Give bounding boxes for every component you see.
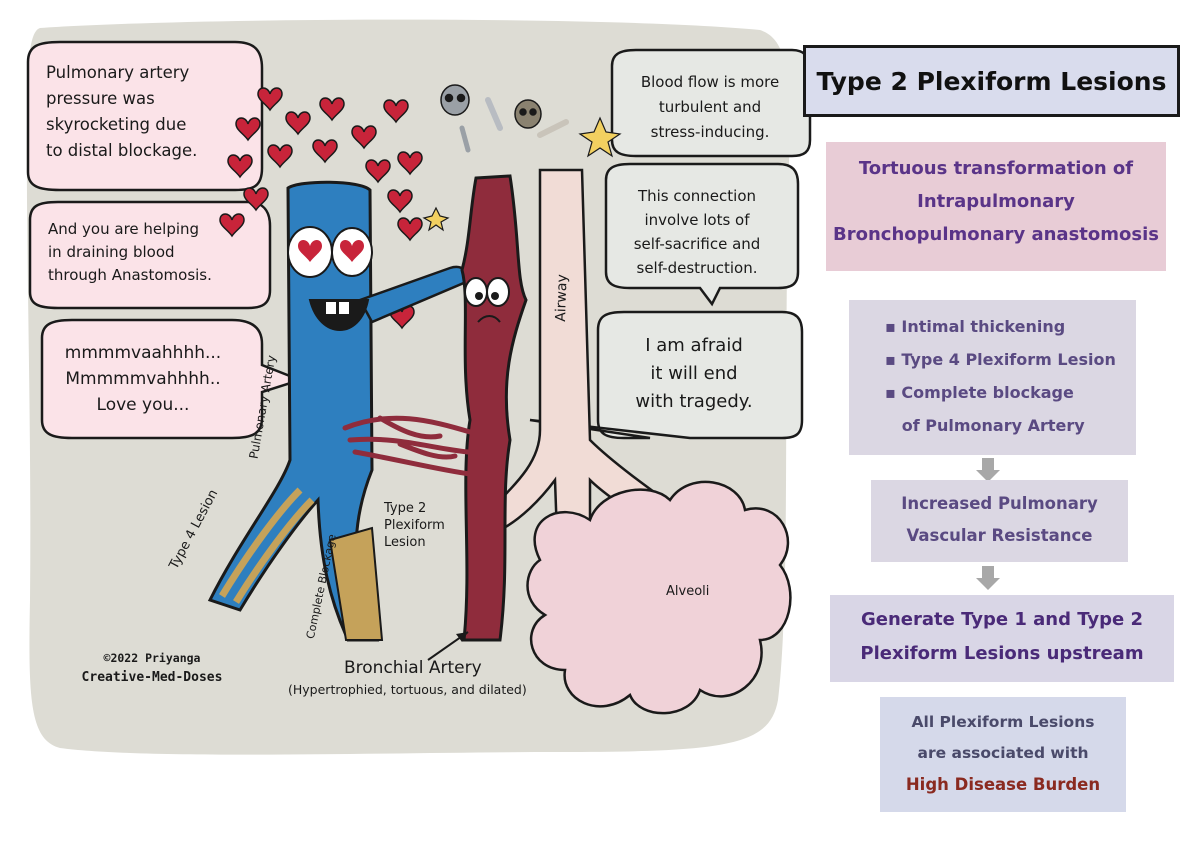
credit-block: ©2022 Priyanga Creative-Med-Doses — [81, 651, 223, 685]
pulmonary-artery-face — [287, 226, 373, 331]
bubble-turbulent-text: Blood flow is more turbulent and stress-… — [640, 73, 780, 141]
page-title: Type 2 Plexiform Lesions — [816, 66, 1167, 96]
speech-bubble-draining — [28, 200, 272, 310]
speech-bubble-sacrifice — [604, 162, 800, 307]
pulmonary-artery-vessel — [207, 180, 380, 642]
panel-causes-list: ▪ Intimal thickening ▪ Type 4 Plexiform … — [849, 300, 1136, 455]
label-bronchial-artery-sub: (Hypertrophied, tortuous, and dilated) — [288, 682, 527, 697]
flow-arrows — [976, 458, 1000, 590]
type4-lesion-stripes — [219, 487, 315, 604]
bubble-pressure-text: Pulmonary artery pressure was skyrocketi… — [46, 63, 198, 160]
bubble-draining-text: And you are helping in draining blood th… — [48, 220, 212, 284]
label-alveoli: Alveoli — [666, 584, 710, 599]
skull-icons — [440, 84, 569, 153]
panel-disease-burden: All Plexiform Lesions are associated wit… — [880, 697, 1126, 812]
panel-tortuous-transformation: Tortuous transformation of Intrapulmonar… — [826, 142, 1166, 271]
label-bronchial-artery: Bronchial Artery — [344, 658, 482, 678]
speech-bubble-turbulent — [610, 48, 812, 158]
label-airway: Airway — [552, 273, 571, 323]
complete-blockage-plug — [328, 526, 384, 641]
bubble-sacrifice-text: This connection involve lots of self-sac… — [633, 187, 761, 277]
bronchial-artery-face — [464, 277, 510, 323]
page-title-box: Type 2 Plexiform Lesions — [803, 45, 1180, 117]
speech-bubble-love — [40, 318, 304, 440]
alveoli-cluster — [526, 480, 792, 715]
plexiform-anastomosis — [342, 415, 473, 477]
panel-generate-lesions: Generate Type 1 and Type 2 Plexiform Les… — [830, 595, 1174, 682]
bubble-love-text: mmmmvaahhhh... Mmmmmvahhhh.. Love you... — [64, 343, 222, 415]
high-disease-burden-text: High Disease Burden — [905, 775, 1101, 794]
speech-bubble-pressure — [26, 40, 264, 192]
label-type2-lesion: Type 2 Plexiform Lesion — [384, 501, 445, 550]
speech-bubble-afraid — [529, 310, 804, 440]
panel-vascular-resistance: Increased Pulmonary Vascular Resistance — [871, 480, 1128, 562]
bubble-afraid-text: I am afraid it will end with tragedy. — [635, 335, 753, 412]
